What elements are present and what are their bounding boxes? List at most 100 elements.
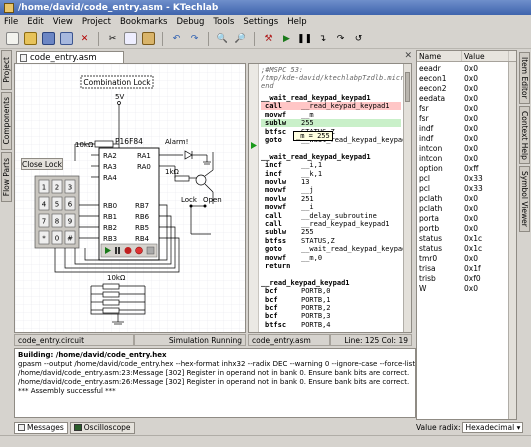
chip-pause-icon[interactable] xyxy=(115,247,117,254)
code-operand: __j xyxy=(301,186,314,195)
keypad-key[interactable] xyxy=(64,179,76,194)
pause-icon[interactable]: ❚❚ xyxy=(296,33,313,44)
close-lock-button[interactable]: Close Lock xyxy=(21,158,63,170)
menu-bookmarks[interactable]: Bookmarks xyxy=(119,17,168,27)
tab-oscilloscope[interactable]: Oscilloscope xyxy=(69,421,135,434)
keypad-key[interactable] xyxy=(38,230,50,245)
chip-settings-icon[interactable] xyxy=(146,246,155,255)
document-tab-bar: code_entry.asm ✕ xyxy=(14,50,414,64)
menu-help[interactable]: Help xyxy=(287,17,307,27)
close-tab-icon[interactable]: ✕ xyxy=(404,51,412,61)
oscilloscope-icon xyxy=(73,424,82,431)
register-name: intcon xyxy=(419,144,443,153)
circuit-view[interactable]: Combination Lock 5V 10kΩ P16F84 RA2 RA3 … xyxy=(14,63,246,333)
tab-messages[interactable]: Messages xyxy=(14,421,68,434)
tab-project[interactable]: Project xyxy=(1,50,12,90)
chip-reset-icon[interactable] xyxy=(135,246,143,255)
register-col-value[interactable]: Value xyxy=(462,51,509,61)
keypad-key[interactable] xyxy=(38,196,50,211)
zoom-in-icon[interactable]: 🔍 xyxy=(216,33,229,44)
keypad-key[interactable] xyxy=(64,213,76,228)
keypad-key[interactable] xyxy=(51,179,63,194)
menu-edit[interactable]: Edit xyxy=(27,17,44,27)
keypad-key-label: 0 xyxy=(55,235,59,243)
keypad-key[interactable] xyxy=(64,196,76,211)
run-icon[interactable]: ▶ xyxy=(283,33,290,44)
copy-icon[interactable] xyxy=(124,32,137,45)
open-file-icon[interactable] xyxy=(24,32,37,45)
step-out-icon[interactable]: ↺ xyxy=(354,33,363,44)
tab-project-label: Project xyxy=(2,57,11,83)
zoom-out-icon[interactable]: 🔎 xyxy=(234,33,247,44)
close-file-icon[interactable]: ✕ xyxy=(80,33,89,44)
messages-output[interactable]: Building: /home/david/code_entry.hex gpa… xyxy=(14,348,416,418)
keypad-key[interactable] xyxy=(51,196,63,211)
code-scrollbar[interactable] xyxy=(403,64,411,332)
build-icon[interactable]: ⚒ xyxy=(264,33,273,44)
cut-icon[interactable]: ✂ xyxy=(108,33,117,44)
tab-item-editor[interactable]: Item Editor xyxy=(519,52,530,104)
step-over-icon[interactable]: ↷ xyxy=(336,33,345,44)
register-col-name[interactable]: Name xyxy=(417,51,462,61)
menu-settings[interactable]: Settings xyxy=(243,17,279,27)
keypad-key[interactable] xyxy=(38,179,50,194)
save-as-icon[interactable] xyxy=(60,32,73,45)
keypad-key[interactable] xyxy=(51,213,63,228)
register-name: pclath xyxy=(419,194,443,203)
save-icon[interactable] xyxy=(42,32,55,45)
menu-project[interactable]: Project xyxy=(81,17,111,27)
circuit-canvas[interactable]: Combination Lock 5V 10kΩ P16F84 RA2 RA3 … xyxy=(15,64,246,333)
new-file-icon[interactable] xyxy=(6,32,19,45)
register-value: 0x0 xyxy=(464,224,478,233)
chip-run-icon[interactable] xyxy=(105,247,111,254)
redo-icon[interactable]: ↷ xyxy=(190,33,199,44)
menu-debug[interactable]: Debug xyxy=(176,17,205,27)
menu-view[interactable]: View xyxy=(52,17,73,27)
doc-tab-code-entry[interactable]: code_entry.asm xyxy=(16,51,124,64)
step-icon[interactable]: ↴ xyxy=(318,33,327,44)
keypad-key[interactable] xyxy=(51,230,63,245)
value-radix-select[interactable]: Hexadecimal ▾ xyxy=(462,422,524,433)
keypad-key[interactable] xyxy=(38,213,50,228)
tab-components[interactable]: Components xyxy=(1,92,12,150)
menu-tools[interactable]: Tools xyxy=(213,17,235,27)
tab-context-help[interactable]: Context Help xyxy=(519,106,530,164)
undo-icon[interactable]: ↶ xyxy=(172,33,181,44)
menu-file[interactable]: File xyxy=(4,17,19,27)
cursor-position: Line: 125 Col: 19 xyxy=(344,335,408,345)
paste-icon[interactable] xyxy=(142,32,155,45)
keypad-key[interactable] xyxy=(64,230,76,245)
right-sidebar-tabs: Item Editor Context Help Symbol Viewer xyxy=(518,50,531,420)
code-editor[interactable]: ;#MSPC 53: /tmp/kde-david/ktechlabpTzdlb… xyxy=(248,63,412,333)
circuit-name: code_entry.circuit xyxy=(18,335,85,345)
tab-symbol-viewer[interactable]: Symbol Viewer xyxy=(519,166,530,232)
tab-flow-parts[interactable]: Flow Parts xyxy=(1,152,12,202)
register-scrollbar[interactable] xyxy=(508,62,516,419)
chip-stop-icon[interactable] xyxy=(124,247,132,254)
code-scrollbar-thumb[interactable] xyxy=(405,72,410,102)
